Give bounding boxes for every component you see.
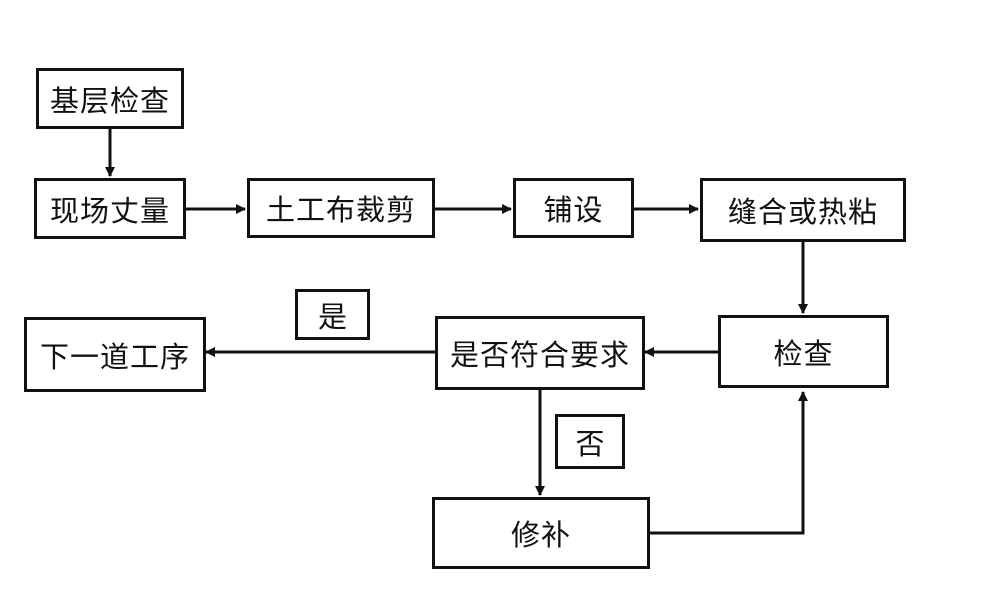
node-inspect: 检查 [718,315,889,388]
node-lay-label: 铺设 [543,193,604,227]
node-site-measure-label: 现场丈量 [49,193,170,228]
node-next-process-label: 下一道工序 [39,339,190,374]
node-sew-or-heat-label: 缝合或热粘 [727,195,878,229]
node-inspect-label: 检查 [773,336,834,371]
node-cut-geotextile: 土工布裁剪 [247,178,435,238]
node-site-measure: 现场丈量 [34,178,186,239]
arrow-repair-to-inspect [650,391,808,535]
node-base-check-label: 基层检查 [49,83,170,118]
node-meets-requirement: 是否符合要求 [435,316,645,390]
edge-label-no-text: 否 [575,426,605,461]
node-repair: 修补 [432,497,650,569]
node-cut-geotextile-label: 土工布裁剪 [265,193,416,227]
edge-label-yes: 是 [295,289,370,340]
node-next-process: 下一道工序 [24,317,206,392]
node-sew-or-heat: 缝合或热粘 [700,178,906,242]
node-base-check: 基层检查 [36,68,184,129]
node-meets-requirement-label: 是否符合要求 [449,338,630,372]
edge-label-no: 否 [555,414,625,469]
edge-label-yes-text: 是 [317,299,347,334]
node-lay: 铺设 [513,178,634,238]
node-repair-label: 修补 [510,518,571,552]
